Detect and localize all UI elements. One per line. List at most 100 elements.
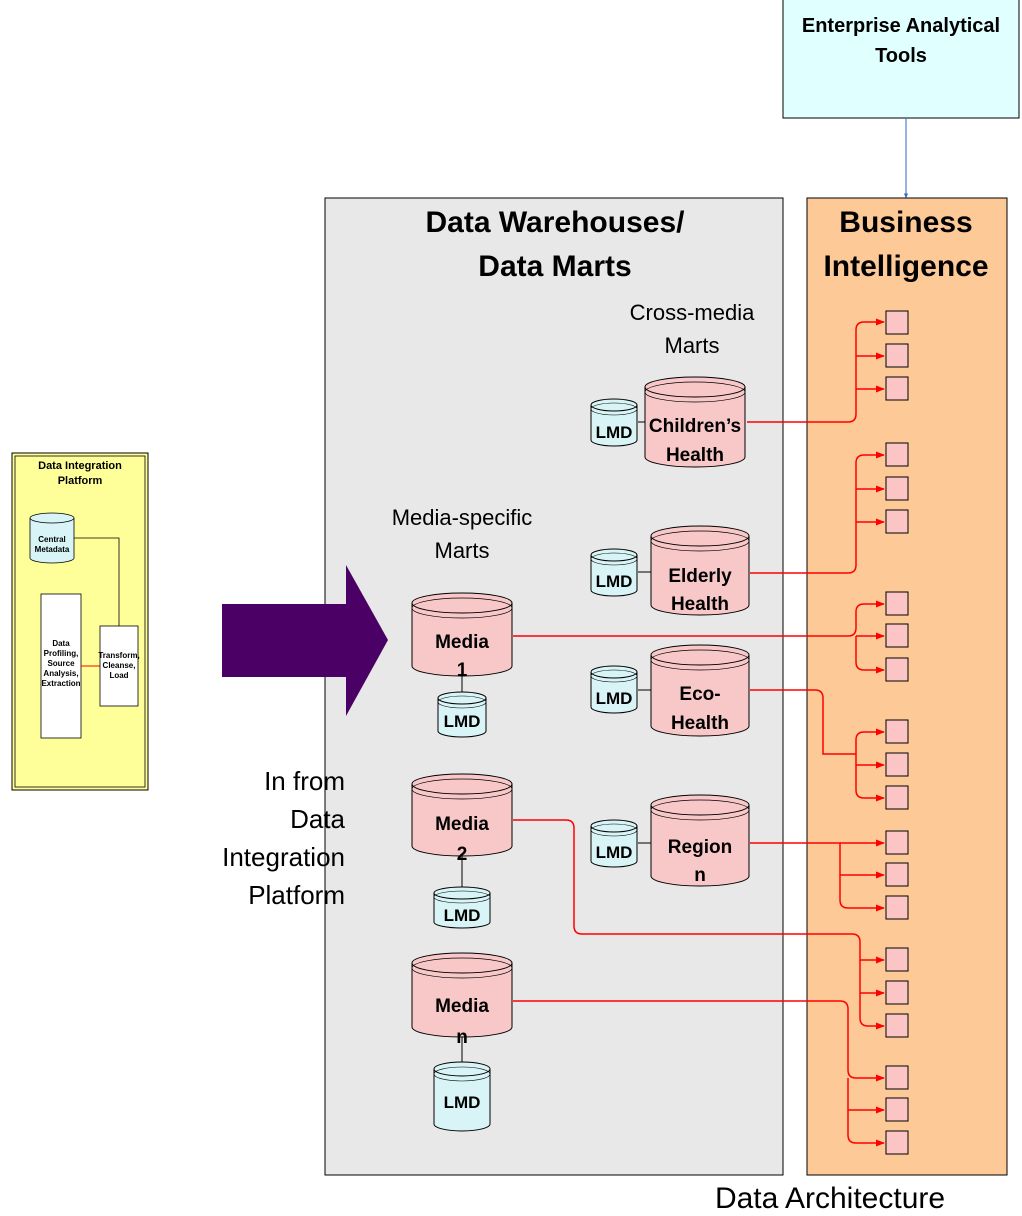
mart-childrens-health-line1: Children’s [649, 416, 741, 437]
mart-eco-health: Eco- Health [650, 644, 750, 737]
mart-elderly-health: Elderly Health [650, 525, 750, 616]
report-box [885, 442, 909, 467]
report-box [885, 476, 909, 501]
media-specific-label-line1: Media-specific [392, 505, 533, 530]
report-box [885, 862, 909, 887]
report-box [885, 1013, 909, 1038]
profiling-line4: Analysis, [43, 669, 78, 678]
mart-elderly-health-line1: Elderly [668, 566, 732, 587]
report-box [885, 591, 909, 616]
mart-media-n-line1: Media [435, 996, 489, 1017]
lmd-label: LMD [444, 712, 481, 731]
lmd-cylinder-media-1: LMD [437, 691, 487, 738]
platform-title-line2: Platform [58, 475, 103, 487]
connector-media-2 [513, 819, 885, 1030]
inflow-label-line2: Data [290, 804, 345, 834]
lmd-cylinder-childrens-health: LMD [590, 398, 638, 447]
media-specific-label-line2: Marts [435, 538, 490, 563]
bi-title-line2: Intelligence [823, 250, 988, 283]
tools-title-line2: Tools [875, 45, 927, 67]
mart-eco-health-line1: Eco- [679, 684, 720, 705]
report-box [885, 752, 909, 777]
data-integration-platform-box: Data Integration Platform Central Metada… [11, 452, 149, 791]
report-box [885, 657, 909, 682]
mart-elderly-health-line2: Health [671, 594, 729, 615]
mart-media-n: Media n [411, 952, 513, 1048]
profiling-box: Data Profiling, Source Analysis, Extract… [40, 593, 82, 739]
enterprise-analytical-tools-box: Enterprise Analytical Tools [782, 0, 1020, 119]
mart-childrens-health: Children’s Health [644, 376, 746, 468]
data-warehouse-panel: Data Warehouses/ Data Marts [324, 197, 784, 1176]
transform-line1: Transform, [98, 651, 139, 660]
report-box [885, 1130, 909, 1155]
connector-eco-health [750, 689, 885, 802]
connector-childrens-health [747, 318, 885, 423]
lmd-label: LMD [444, 1093, 481, 1112]
report-box [885, 947, 909, 972]
lmd-cylinder-eco-health: LMD [590, 665, 638, 714]
mart-media-1-line2: 1 [457, 660, 468, 681]
lmd-label: LMD [444, 906, 481, 925]
report-box [885, 785, 909, 810]
profiling-line2: Profiling, [44, 649, 79, 658]
mart-eco-health-line2: Health [671, 713, 729, 734]
report-box [885, 719, 909, 744]
cross-media-label-line1: Cross-media [630, 300, 755, 325]
inflow-arrow [222, 565, 388, 716]
lmd-label: LMD [596, 843, 633, 862]
report-box [885, 310, 909, 335]
mart-media-1-line1: Media [435, 632, 489, 653]
report-box [885, 376, 909, 401]
mart-region-n: Region n [650, 794, 750, 887]
report-box [885, 1097, 909, 1122]
warehouse-title-line2: Data Marts [478, 250, 631, 283]
inflow-label-line3: Integration [222, 842, 345, 872]
lmd-cylinder-media-2: LMD [433, 886, 491, 929]
mart-region-n-line2: n [694, 865, 706, 886]
metadata-connector [74, 537, 120, 626]
report-box [885, 830, 909, 855]
connector-region-n [750, 839, 885, 912]
mart-media-n-line2: n [456, 1027, 468, 1048]
cross-media-label-line2: Marts [665, 333, 720, 358]
report-box [885, 623, 909, 648]
warehouse-title-line1: Data Warehouses/ [426, 206, 686, 239]
report-box [885, 509, 909, 534]
connector-elderly-health [750, 451, 885, 574]
mart-region-n-line1: Region [668, 837, 732, 858]
profiling-line5: Extraction [41, 679, 80, 688]
connector-media-1 [513, 600, 885, 674]
central-metadata-line2: Metadata [35, 545, 70, 554]
bi-report-boxes [885, 310, 909, 1155]
connector-media-n [513, 1000, 885, 1147]
report-box [885, 1065, 909, 1090]
transform-line3: Load [109, 671, 128, 680]
mart-media-2-line1: Media [435, 814, 489, 835]
report-box [885, 895, 909, 920]
inflow-label-line4: Platform [248, 880, 345, 910]
transform-line2: Cleanse, [103, 661, 136, 670]
connectors [513, 318, 885, 1147]
bi-title-line1: Business [839, 206, 972, 239]
mart-media-2-line2: 2 [457, 844, 468, 865]
tools-title-line1: Enterprise Analytical [802, 15, 1000, 37]
mart-media-1: Media 1 [411, 592, 513, 681]
report-box [885, 980, 909, 1005]
mart-media-2: Media 2 [411, 773, 513, 865]
lmd-label: LMD [596, 689, 633, 708]
footer-caption: Data Architecture [715, 1182, 945, 1215]
mart-childrens-health-line2: Health [666, 445, 724, 466]
report-box [885, 343, 909, 368]
lmd-cylinder-elderly-health: LMD [590, 548, 638, 597]
lmd-cylinder-media-n: LMD [433, 1061, 491, 1132]
profiling-line1: Data [52, 639, 70, 648]
inflow-label-line1: In from [264, 766, 345, 796]
profiling-line3: Source [47, 659, 75, 668]
lmd-cylinder-region-n: LMD [590, 819, 638, 868]
central-metadata-line1: Central [38, 535, 66, 544]
central-metadata-cylinder: Central Metadata [29, 512, 75, 564]
transform-box: Transform, Cleanse, Load [98, 625, 140, 707]
platform-title-line1: Data Integration [38, 460, 122, 472]
lmd-label: LMD [596, 572, 633, 591]
